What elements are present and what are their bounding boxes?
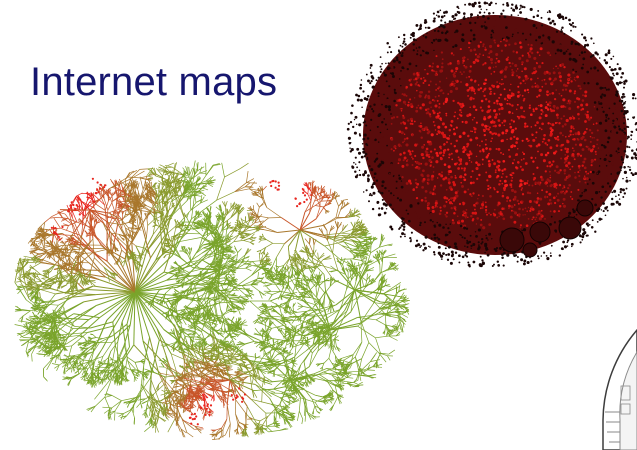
cloud-node: [566, 239, 570, 242]
cloud-node: [404, 126, 408, 130]
cloud-node: [395, 187, 398, 190]
cloud-node: [454, 162, 457, 166]
cloud-node: [552, 79, 555, 82]
cloud-node: [406, 160, 408, 162]
cloud-node: [414, 82, 418, 86]
cloud-node: [468, 75, 471, 78]
cloud-node: [527, 43, 530, 46]
cloud-node: [569, 209, 571, 212]
cloud-node: [526, 191, 530, 194]
cloud-node: [490, 61, 493, 64]
cloud-node: [388, 203, 392, 207]
cloud-node: [634, 97, 637, 100]
cloud-node: [415, 186, 418, 189]
cloud-node: [460, 181, 463, 184]
cloud-node: [387, 105, 391, 109]
cloud-node: [586, 86, 589, 89]
cloud-node: [466, 244, 469, 247]
cloud-node: [544, 218, 546, 220]
cloud-node: [568, 107, 572, 111]
cloud-node: [522, 79, 525, 82]
cloud-node: [424, 190, 428, 193]
cloud-node: [432, 12, 435, 15]
cloud-node: [631, 173, 635, 177]
cloud-node: [602, 110, 605, 113]
cloud-node: [461, 219, 464, 223]
cloud-node: [496, 102, 499, 105]
cloud-node: [485, 8, 488, 11]
cloud-node: [454, 13, 458, 17]
cloud-node: [447, 253, 451, 256]
slide-title: Internet maps: [30, 60, 278, 104]
cloud-node: [581, 33, 584, 36]
cloud-node: [577, 188, 580, 191]
cloud-node: [586, 73, 591, 77]
cloud-node: [590, 159, 594, 163]
cloud-node: [557, 171, 561, 175]
cloud-node: [584, 181, 587, 184]
cloud-node: [627, 165, 630, 168]
cloud-node: [528, 104, 531, 107]
cloud-base: [363, 15, 627, 255]
cloud-node: [506, 138, 508, 141]
cloud-node: [499, 179, 502, 182]
cloud-node: [487, 184, 490, 188]
cloud-node: [356, 98, 360, 102]
cloud-node: [431, 69, 434, 72]
cloud-node: [390, 227, 394, 231]
cloud-node: [568, 183, 571, 187]
cloud-node: [433, 124, 436, 127]
cloud-node: [469, 29, 473, 32]
cloud-node: [439, 145, 442, 149]
cloud-node: [467, 188, 470, 191]
cloud-node: [588, 128, 592, 132]
cloud-node: [538, 94, 541, 97]
cloud-node: [496, 81, 498, 83]
cloud-node: [586, 43, 590, 47]
cloud-node: [392, 208, 394, 211]
cloud-node: [516, 147, 519, 150]
cloud-node: [400, 107, 403, 110]
cloud-node: [615, 150, 618, 153]
cloud-node: [466, 246, 469, 248]
cloud-node: [406, 103, 410, 107]
cloud-node: [560, 117, 563, 120]
cloud-node: [474, 21, 477, 24]
cloud-node: [432, 19, 436, 23]
cloud-node: [359, 98, 363, 102]
cloud-node: [412, 49, 415, 52]
cloud-node: [391, 72, 395, 76]
cloud-node: [469, 152, 473, 156]
cloud-node: [479, 41, 482, 44]
cloud-node: [503, 97, 507, 101]
cloud-node: [611, 158, 615, 162]
cloud-node: [467, 94, 470, 97]
cloud-node: [421, 145, 425, 149]
cloud-node: [503, 119, 507, 123]
cloud-node: [579, 219, 583, 223]
cloud-node: [433, 236, 437, 240]
cloud-node: [521, 94, 524, 97]
cloud-node: [473, 1, 477, 5]
